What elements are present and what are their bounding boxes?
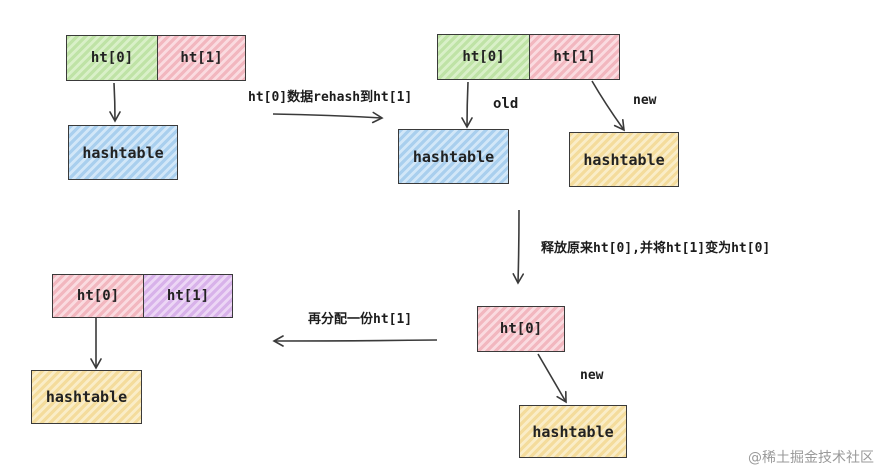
s2-hashtable-new-label: hashtable xyxy=(583,150,665,169)
s1-ht0-label: ht[0] xyxy=(90,50,134,66)
s4-hashtable-label: hashtable xyxy=(45,388,128,406)
s2-hashtable-old-label: hashtable xyxy=(412,147,495,166)
s4-ht1-node: ht[1] xyxy=(143,274,233,318)
s1-ht1-node: ht[1] xyxy=(157,35,246,81)
s4-ht0-label: ht[0] xyxy=(76,288,120,304)
arrow-step2-to-step3 xyxy=(512,209,525,285)
s1-hashtable-label: hashtable xyxy=(82,143,164,162)
s2-hashtable-old-node: hashtable xyxy=(398,129,509,184)
release-step-label: 释放原来ht[0],并将ht[1]变为ht[0] xyxy=(541,241,771,256)
arrow-step3-to-step4 xyxy=(272,335,438,347)
s4-ht1-label: ht[1] xyxy=(166,288,210,304)
s2-hashtable-new-node: hashtable xyxy=(569,132,679,187)
s1-ht1-label: ht[1] xyxy=(180,50,223,66)
arrow-s2-ht1-to-new xyxy=(591,80,625,132)
new-label-top: new xyxy=(633,93,657,108)
arrow-s1-ht0-to-table xyxy=(109,82,121,123)
s2-ht0-label: ht[0] xyxy=(462,49,505,65)
new-label-bottom: new xyxy=(580,368,604,383)
arrow-s3-ht0-to-table xyxy=(537,353,567,404)
s3-hashtable-label: hashtable xyxy=(532,422,614,441)
s1-ht0-node: ht[0] xyxy=(66,35,158,81)
s2-ht1-label: ht[1] xyxy=(553,49,596,65)
s2-ht0-node: ht[0] xyxy=(437,34,530,80)
s2-ht1-node: ht[1] xyxy=(529,34,620,80)
s4-ht0-node: ht[0] xyxy=(52,274,144,318)
arrow-step1-to-step2 xyxy=(272,111,384,124)
s3-hashtable-node: hashtable xyxy=(519,405,627,458)
arrow-s2-ht0-to-old xyxy=(461,81,473,129)
s3-ht0-label: ht[0] xyxy=(499,321,543,337)
watermark: @稀土掘金技术社区 xyxy=(748,450,874,466)
s3-ht0-node: ht[0] xyxy=(477,306,565,352)
s4-hashtable-node: hashtable xyxy=(31,370,142,424)
realloc-step-label: 再分配一份ht[1] xyxy=(308,312,413,327)
s1-hashtable-node: hashtable xyxy=(68,125,178,180)
old-label: old xyxy=(493,96,519,112)
rehash-step-label: ht[0]数据rehash到ht[1] xyxy=(248,90,413,105)
